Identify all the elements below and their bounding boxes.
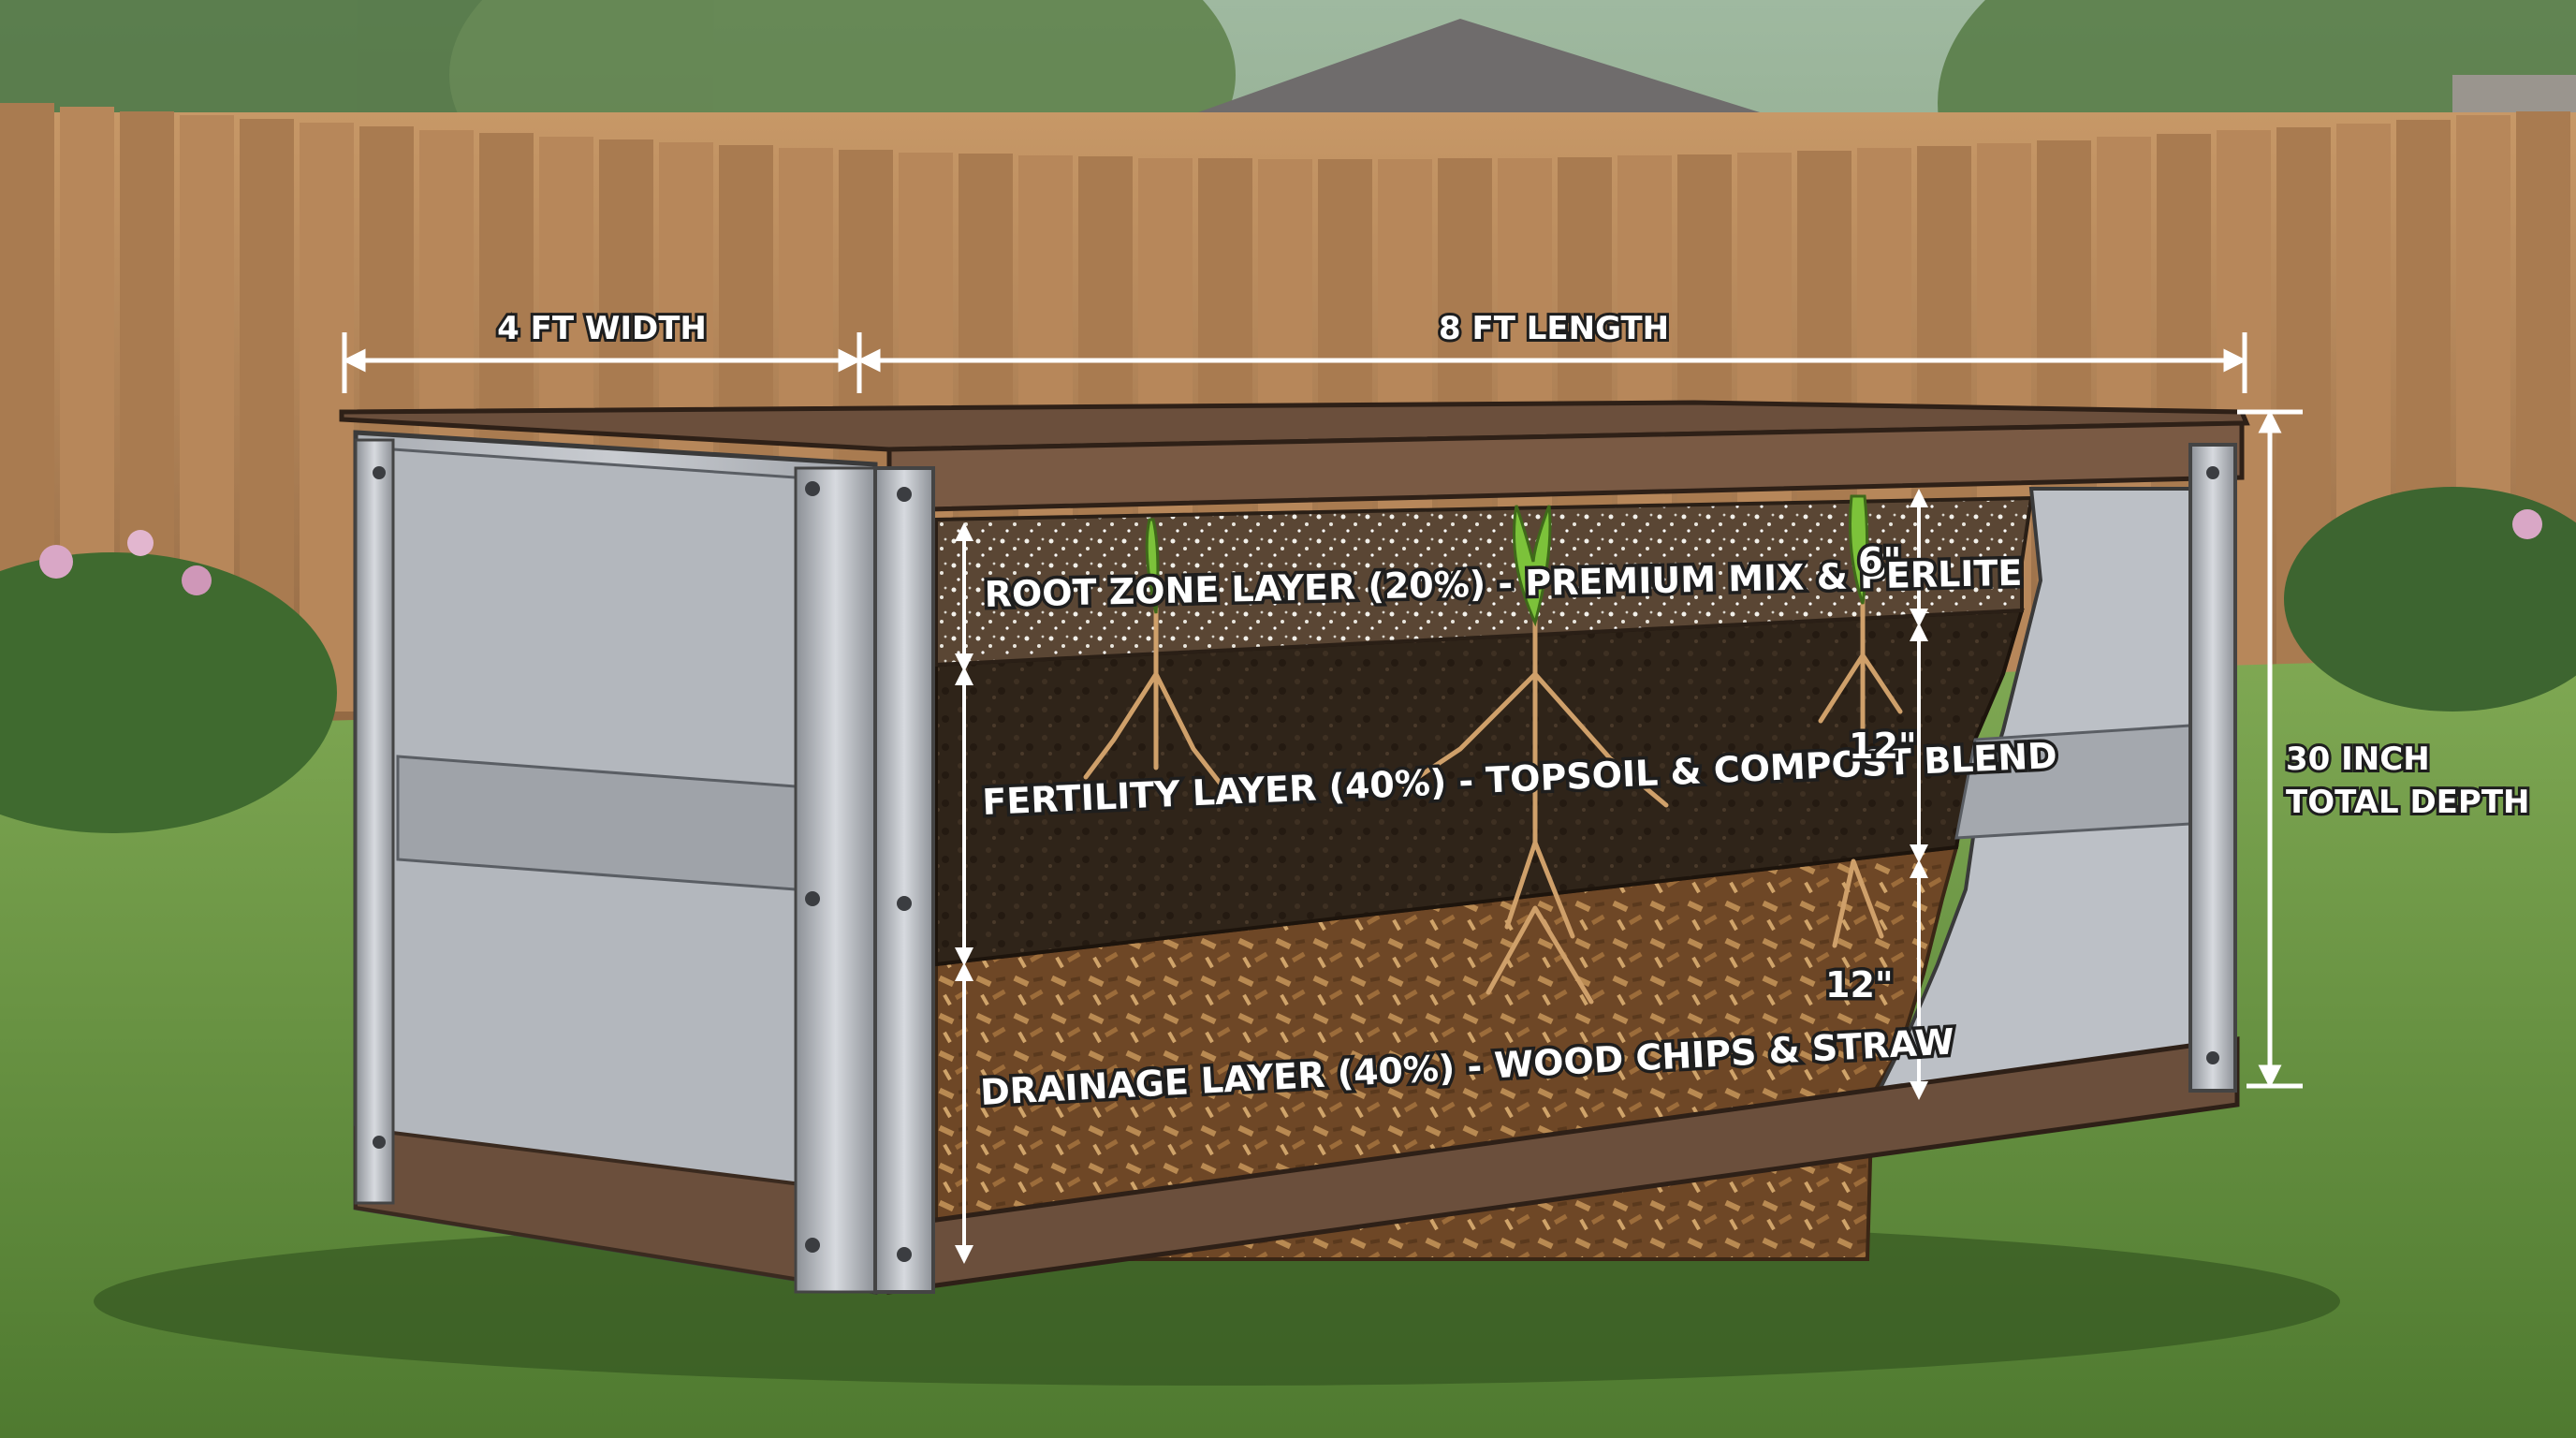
drainage-depth: 12" [1825,964,1894,1005]
depth-label-line1: 30 INCH [2286,741,2430,778]
root-zone-depth: 6" [1858,540,1901,581]
root-zone-layer-fill [934,495,2034,668]
length-dimension: 8 FT LENGTH [856,307,2247,393]
depth-dimension: 30 INCH TOTAL DEPTH [2237,409,2532,1089]
side-panel-long-remnant [1873,487,2192,1098]
depth-label-line2: TOTAL DEPTH [2286,784,2529,821]
garden-shrubs [0,487,2576,833]
width-dimension: 4 FT WIDTH [342,307,862,393]
width-label: 4 FT WIDTH [497,310,707,347]
fertility-depth: 12" [1849,726,1917,767]
plant-sprouts [1145,494,1869,627]
bed-frame [339,400,2250,1295]
length-label: 8 FT LENGTH [1439,310,1669,347]
plant-roots [1083,596,1903,1005]
side-panel-short [353,430,878,1295]
